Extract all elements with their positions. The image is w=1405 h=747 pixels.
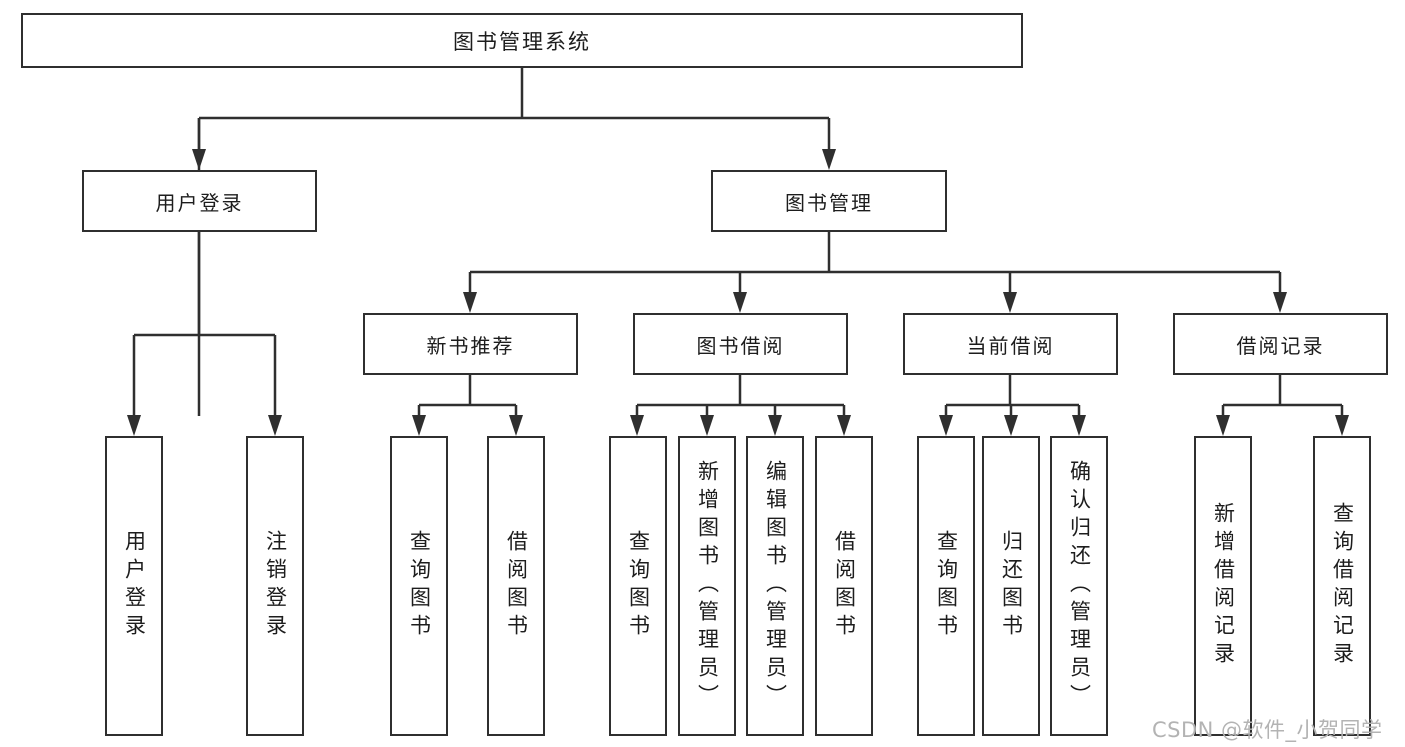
node-new-book-recommendation: 新书推荐: [363, 313, 578, 375]
node-label: 新增借阅记录: [1211, 502, 1236, 670]
node-borrowing-records: 借阅记录: [1173, 313, 1388, 375]
node-label: 确认归还（管理员）: [1067, 460, 1092, 712]
node-label: 图书管理: [785, 190, 873, 215]
node-label: 查询图书: [934, 530, 959, 642]
node-label: 新书推荐: [426, 333, 515, 358]
node-query-borrow-record: 查询借阅记录: [1313, 436, 1371, 736]
node-query-books-borrowing: 查询图书: [609, 436, 667, 736]
node-label: 新增图书（管理员）: [695, 460, 720, 712]
node-label: 用户登录: [122, 530, 147, 642]
node-logout: 注销登录: [246, 436, 304, 736]
node-label: 图书管理系统: [453, 29, 591, 54]
node-label: 借阅记录: [1236, 333, 1325, 358]
node-label: 当前借阅: [966, 333, 1055, 358]
csdn-watermark: CSDN @软件_小贺同学: [1152, 718, 1383, 742]
node-book-management: 图书管理: [711, 170, 947, 232]
node-label: 借阅图书: [832, 530, 857, 642]
node-borrow-books-recommend: 借阅图书: [487, 436, 545, 736]
node-label: 图书借阅: [696, 333, 785, 358]
node-current-borrowing: 当前借阅: [903, 313, 1118, 375]
node-query-books-current: 查询图书: [917, 436, 975, 736]
connector-lines: [132, 68, 1344, 418]
node-label: 查询借阅记录: [1330, 502, 1355, 670]
node-add-borrow-record: 新增借阅记录: [1194, 436, 1252, 736]
node-label: 归还图书: [999, 530, 1024, 642]
node-add-books-admin: 新增图书（管理员）: [678, 436, 736, 736]
node-label: 用户登录: [155, 190, 244, 215]
node-label: 查询图书: [626, 530, 651, 642]
node-confirm-return-admin: 确认归还（管理员）: [1050, 436, 1108, 736]
node-borrow-books-borrowing: 借阅图书: [815, 436, 873, 736]
node-book-borrowing: 图书借阅: [633, 313, 848, 375]
node-edit-books-admin: 编辑图书（管理员）: [746, 436, 804, 736]
node-return-books: 归还图书: [982, 436, 1040, 736]
node-label: 查询图书: [407, 530, 432, 642]
node-label: 编辑图书（管理员）: [763, 460, 788, 712]
node-label: 注销登录: [263, 530, 288, 642]
node-user-login: 用户登录: [82, 170, 317, 232]
node-label: 借阅图书: [504, 530, 529, 642]
node-user-login-leaf: 用户登录: [105, 436, 163, 736]
arrowheads: [127, 149, 1349, 436]
node-library-management-system: 图书管理系统: [21, 13, 1023, 68]
node-query-books-recommend: 查询图书: [390, 436, 448, 736]
